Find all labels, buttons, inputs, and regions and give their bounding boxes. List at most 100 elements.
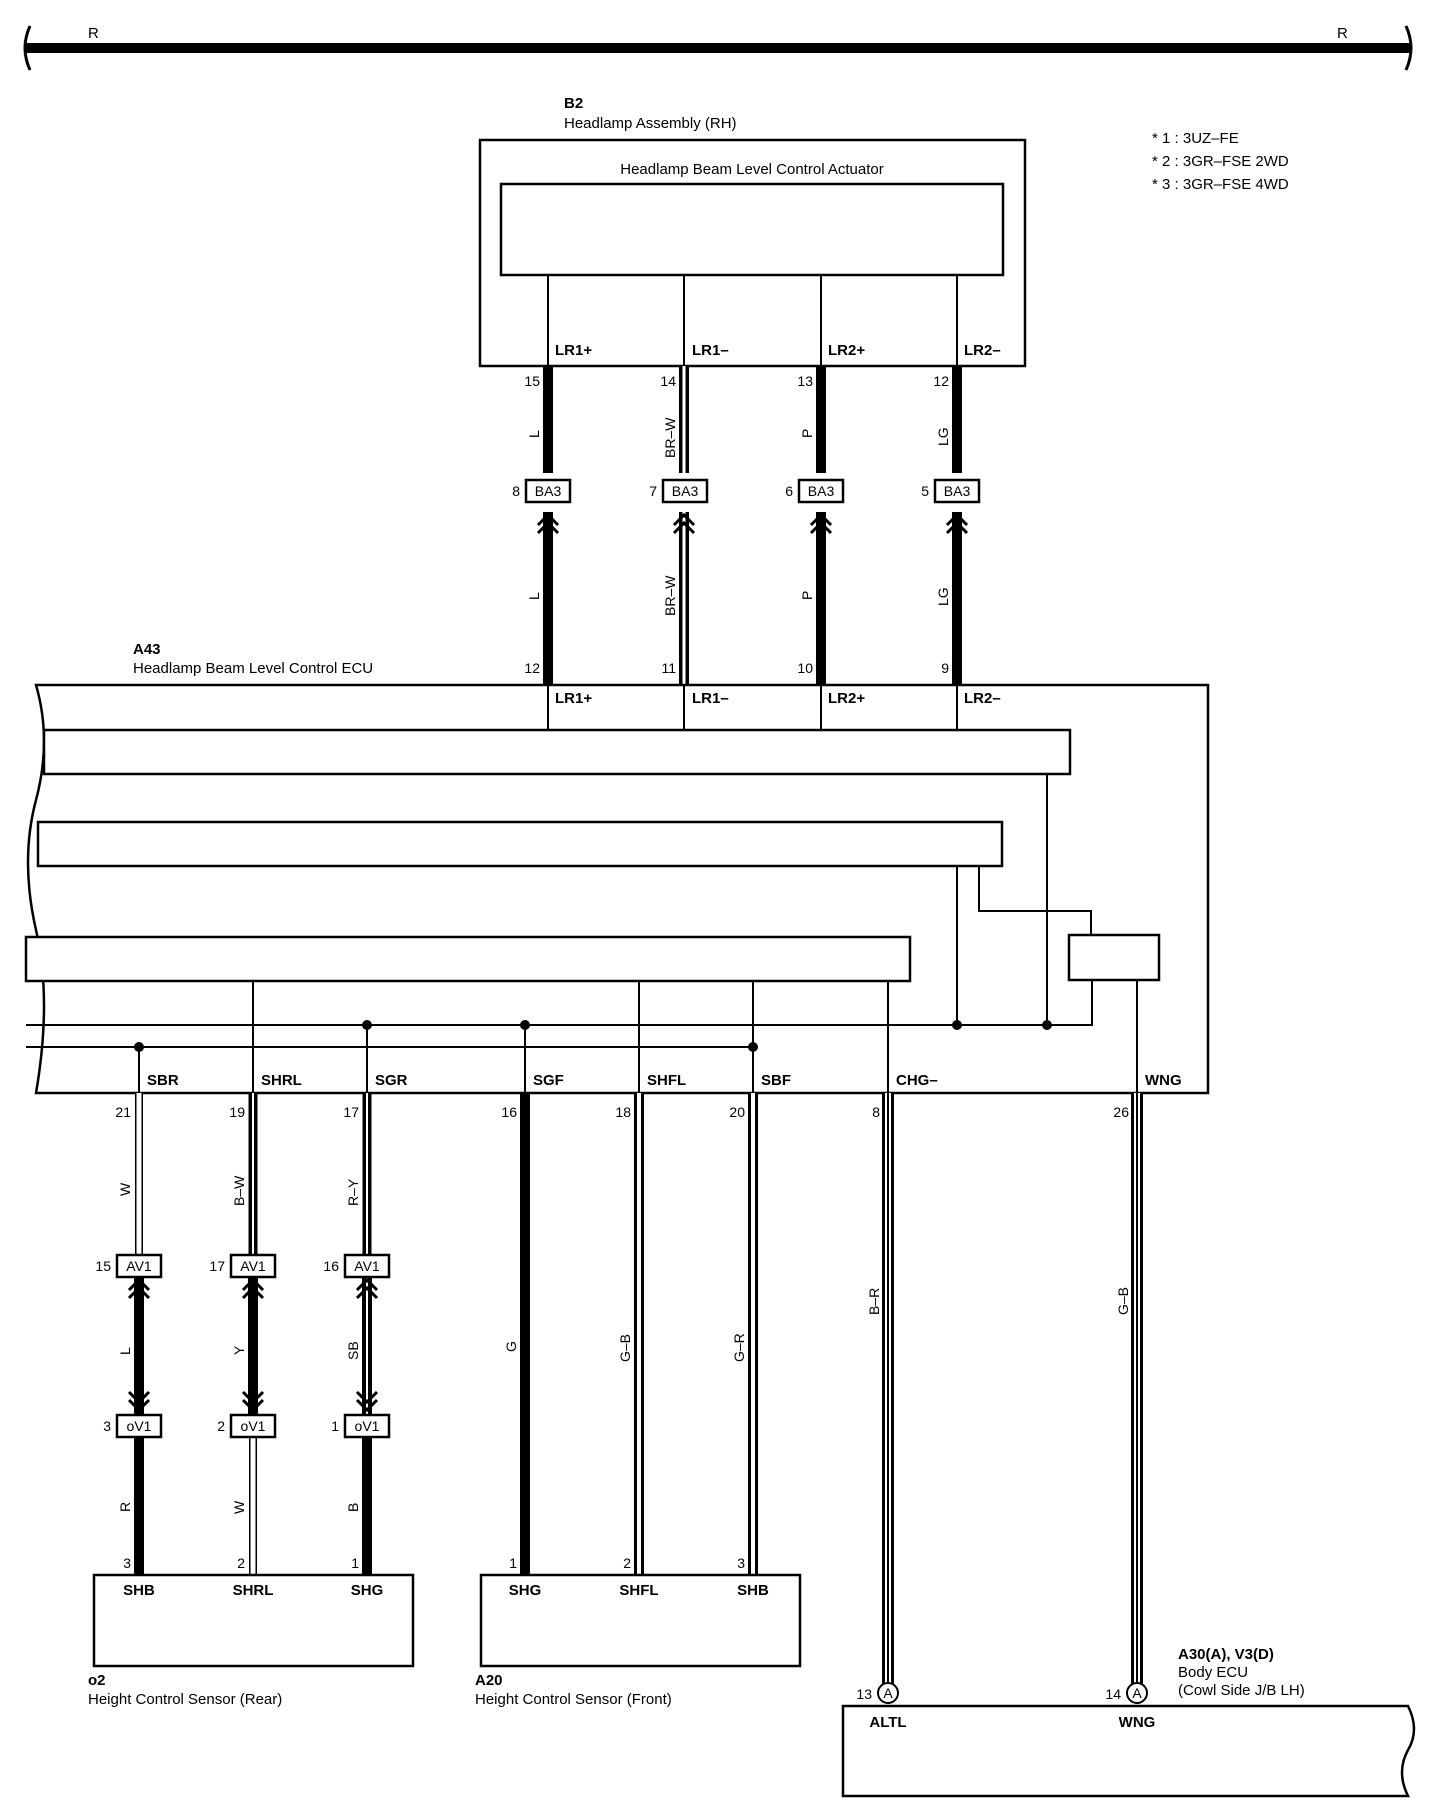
ba3-pin-3: 6 xyxy=(785,483,793,499)
ov1-label-3: oV1 xyxy=(355,1418,380,1434)
a43-pin-wng: WNG xyxy=(1145,1072,1182,1089)
a43-pin-sbf: SBF xyxy=(761,1072,791,1089)
rear-sensor-wires: W B–W R–Y L Y SB R W B xyxy=(117,1093,379,1575)
wire-body-2: G–B xyxy=(1115,1287,1131,1315)
a20-height-sensor-front: 1 2 3 SHG SHFL SHB A20 Height Control Se… xyxy=(475,1555,802,1708)
a30-body-ecu: A30(A), V3(D) Body ECU (Cowl Side J/B LH… xyxy=(841,1646,1416,1798)
ba3-label-1: BA3 xyxy=(535,483,562,499)
wire-b2-bot-4: LG xyxy=(935,587,951,606)
ba3-label-2: BA3 xyxy=(672,483,699,499)
wire-rear-up-2: B–W xyxy=(231,1175,247,1206)
wire-b2-top-2: BR–W xyxy=(662,417,678,458)
wire-b2-top-4: LG xyxy=(935,427,951,446)
b2-pin-num-4: 12 xyxy=(933,373,949,389)
a20-pin-num-3: 3 xyxy=(737,1555,745,1571)
av1-label-3: AV1 xyxy=(354,1258,380,1274)
b2-name: Headlamp Assembly (RH) xyxy=(564,115,737,132)
ov1-label-2: oV1 xyxy=(241,1418,266,1434)
a20-pin-shfl: SHFL xyxy=(619,1582,658,1599)
a43-code: A43 xyxy=(133,641,161,658)
o2-pin-shrl: SHRL xyxy=(233,1582,274,1599)
wire-front-1: G xyxy=(503,1341,519,1352)
a43-top-pin-4: LR2– xyxy=(964,690,1001,707)
ba3-connector: BA3 BA3 BA3 BA3 8 7 6 5 xyxy=(512,478,981,504)
b2-pin-num-1: 15 xyxy=(524,373,540,389)
a43-top-pin-2: LR1– xyxy=(692,690,729,707)
o2-pin-num-1: 3 xyxy=(123,1555,131,1571)
a30-pin-num-2: 14 xyxy=(1105,1686,1121,1702)
a30-conn-a-2: A xyxy=(1132,1685,1142,1701)
b2-pin-lr2p: LR2+ xyxy=(828,342,865,359)
o2-pin-shg: SHG xyxy=(351,1582,384,1599)
ov1-pin-3: 1 xyxy=(331,1418,339,1434)
a43-bot-num-1: 21 xyxy=(115,1104,131,1120)
b2-wires: L BR–W P LG L BR–W P LG xyxy=(526,366,969,685)
front-sensor-wires: G G–B G–R xyxy=(503,1093,758,1575)
av1-label-1: AV1 xyxy=(126,1258,152,1274)
wire-front-3: G–R xyxy=(731,1333,747,1362)
b2-pin-num-3: 13 xyxy=(797,373,813,389)
o2-pin-num-3: 1 xyxy=(351,1555,359,1571)
a20-code: A20 xyxy=(475,1672,503,1689)
wire-rear-mid-1: L xyxy=(117,1347,133,1355)
a30-pin-num-1: 13 xyxy=(856,1686,872,1702)
b2-code: B2 xyxy=(564,95,583,112)
a30-conn-a-1: A xyxy=(883,1685,893,1701)
ov1-pin-2: 2 xyxy=(217,1418,225,1434)
wire-b2-bot-2: BR–W xyxy=(662,575,678,616)
ov1-label-1: oV1 xyxy=(127,1418,152,1434)
av1-pin-3: 16 xyxy=(323,1258,339,1274)
body-ecu-wires: B–R G–B xyxy=(866,1093,1143,1686)
engine-notes: * 1 : 3UZ–FE * 2 : 3GR–FSE 2WD * 3 : 3GR… xyxy=(1152,130,1289,193)
a43-bot-num-7: 8 xyxy=(872,1104,880,1120)
a20-pin-shg: SHG xyxy=(509,1582,542,1599)
a43-bot-num-8: 26 xyxy=(1113,1104,1129,1120)
ba3-pin-1: 8 xyxy=(512,483,520,499)
wire-rear-up-1: W xyxy=(117,1182,133,1196)
note-3: * 3 : 3GR–FSE 4WD xyxy=(1152,176,1289,193)
a30-pin-wng: WNG xyxy=(1119,1714,1156,1731)
a43-pin-shfl: SHFL xyxy=(647,1072,686,1089)
a30-pin-altl: ALTL xyxy=(869,1714,906,1731)
a43-bot-num-4: 16 xyxy=(501,1104,517,1120)
a43-top-pin-3: LR2+ xyxy=(828,690,865,707)
power-bus-left-label: R xyxy=(88,25,99,42)
av1-pin-2: 17 xyxy=(209,1258,225,1274)
a43-bot-num-2: 19 xyxy=(229,1104,245,1120)
o2-code: o2 xyxy=(88,1672,106,1689)
wire-b2-bot-3: P xyxy=(799,591,815,600)
wire-body-1: B–R xyxy=(866,1288,882,1315)
note-2: * 2 : 3GR–FSE 2WD xyxy=(1152,153,1289,170)
a30-code: A30(A), V3(D) xyxy=(1178,1646,1274,1663)
beam-level-actuator xyxy=(499,182,1005,277)
o2-pin-num-2: 2 xyxy=(237,1555,245,1571)
ba3-label-4: BA3 xyxy=(944,483,971,499)
b2-headlamp-assembly: B2 Headlamp Assembly (RH) Headlamp Beam … xyxy=(478,95,1027,389)
a43-pin-sgf: SGF xyxy=(533,1072,564,1089)
a43-top-pin-num-3: 10 xyxy=(797,660,813,676)
b2-inner-label: Headlamp Beam Level Control Actuator xyxy=(620,161,883,178)
wire-rear-mid-2: Y xyxy=(231,1345,247,1355)
av1-pin-1: 15 xyxy=(95,1258,111,1274)
a43-bot-num-6: 20 xyxy=(729,1104,745,1120)
av1-connector: AV1 AV1 AV1 15 17 16 xyxy=(95,1253,391,1279)
a20-pin-num-1: 1 xyxy=(509,1555,517,1571)
a43-top-pin-1: LR1+ xyxy=(555,690,592,707)
ba3-label-3: BA3 xyxy=(808,483,835,499)
note-1: * 1 : 3UZ–FE xyxy=(1152,130,1239,147)
wire-b2-top-1: L xyxy=(526,430,542,438)
a43-name: Headlamp Beam Level Control ECU xyxy=(133,660,373,677)
b2-pin-lr1m: LR1– xyxy=(692,342,729,359)
wire-rear-low-1: R xyxy=(117,1502,133,1512)
a20-pin-num-2: 2 xyxy=(623,1555,631,1571)
a30-sub: (Cowl Side J/B LH) xyxy=(1178,1682,1305,1699)
wire-rear-up-3: R–Y xyxy=(345,1178,361,1206)
wire-b2-top-3: P xyxy=(799,429,815,438)
a43-bot-num-5: 18 xyxy=(615,1104,631,1120)
a43-pin-sgr: SGR xyxy=(375,1072,408,1089)
o2-name: Height Control Sensor (Rear) xyxy=(88,1691,282,1708)
av1-label-2: AV1 xyxy=(240,1258,266,1274)
wire-rear-low-3: B xyxy=(345,1503,361,1512)
ba3-pin-2: 7 xyxy=(649,483,657,499)
